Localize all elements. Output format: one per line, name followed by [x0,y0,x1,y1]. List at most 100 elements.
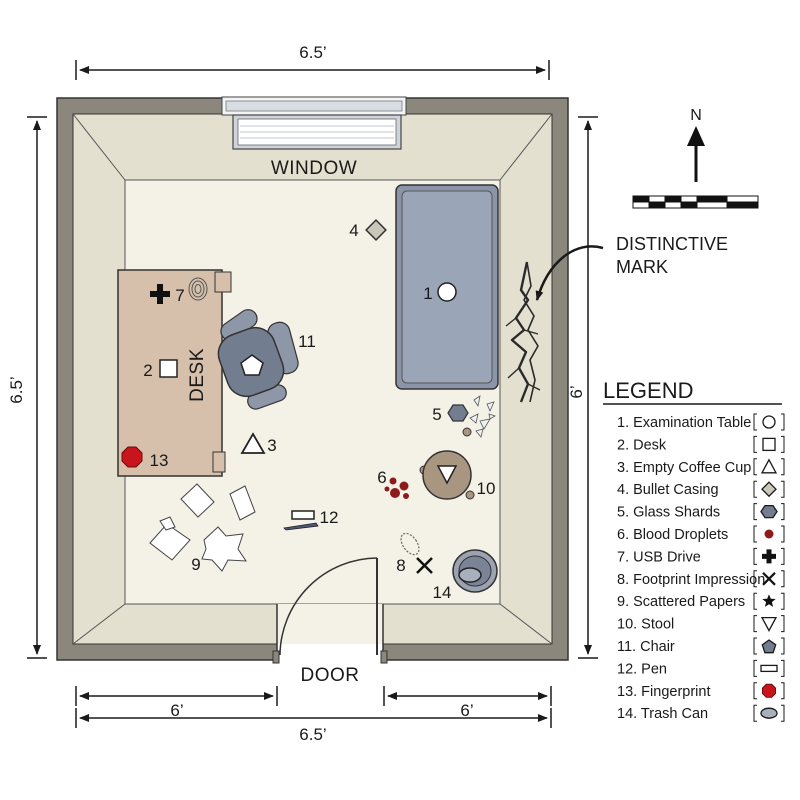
legend-dot-icon [764,529,774,539]
legend-bracket-right [781,435,785,453]
legend-bracket-left [753,547,757,565]
footprint-marker-x [416,557,433,574]
bullet-casing-marker-diamond [365,219,387,241]
distinctive-mark-label-line2: MARK [616,257,668,277]
legend-bracket-left [753,503,757,521]
legend-entry-label: 13. Fingerprint [617,684,711,700]
fingerprint-smudge-icon [188,277,208,301]
examination-table [395,184,499,390]
item-number-3: 3 [267,436,276,455]
legend-bracket-right [781,503,785,521]
legend-star-icon [762,594,776,607]
legend-entry: 9. Scattered Papers [617,592,785,610]
trash-can-marker-ellipse [458,567,482,583]
legend-title: LEGEND [603,378,693,403]
legend-pentagon-icon [761,639,777,654]
legend-entry: 2. Desk [617,435,785,453]
legend-bracket-right [781,570,785,588]
legend-bracket-left [753,413,757,431]
distinctive-mark-label-line1: DISTINCTIVE [616,234,728,254]
item-number-2: 2 [143,361,152,380]
legend-entry: 4. Bullet Casing [617,480,785,498]
legend-bracket-right [781,659,785,677]
legend-bracket-left [753,570,757,588]
legend-inverted-triangle-icon [760,616,778,632]
legend-hexagon-icon [760,504,778,519]
stool-marker-inverted-triangle [436,465,458,485]
item-number-10: 10 [477,479,496,498]
legend-bracket-left [753,435,757,453]
footprint-impression [400,532,433,574]
legend-entry: 8. Footprint Impression [617,570,785,588]
window [221,96,407,150]
item-number-6: 6 [377,468,386,487]
item-number-5: 5 [432,405,441,424]
item-number-11: 11 [298,332,316,351]
legend-triangle-icon [760,458,778,474]
legend-entry-label: 2. Desk [617,437,667,453]
legend-entry: 10. Stool [617,615,785,633]
legend-entry-label: 10. Stool [617,617,674,633]
legend-entry-label: 12. Pen [617,661,667,677]
compass-north-label: N [690,107,702,124]
legend-bracket-right [781,592,785,610]
legend-octagon-icon [762,683,776,698]
dimension-left: 6.5’ [7,376,26,403]
legend-bracket-right [781,637,785,655]
legend-bracket-left [753,525,757,543]
legend-bracket-left [753,458,757,476]
dimension-lines [27,60,598,728]
item-number-12: 12 [320,508,339,527]
legend-bracket-left [753,615,757,633]
window-label: WINDOW [271,158,357,179]
legend-entry: 6. Blood Droplets [617,525,785,543]
legend-bracket-left [753,480,757,498]
legend-list: 1. Examination Table 2. Desk 3. Empty Coff… [617,413,785,722]
legend-entry-label: 3. Empty Coffee Cup [617,460,751,476]
legend-entry-label: 1. Examination Table [617,415,751,431]
legend-entry-label: 5. Glass Shards [617,505,720,521]
dimension-right: 6’ [567,385,586,398]
legend-entry-label: 7. USB Drive [617,549,701,565]
legend-rectangle-icon [760,664,778,673]
table-marker-circle [437,282,457,302]
chair-marker-pentagon [240,354,264,376]
legend-square-icon [762,437,776,452]
legend-bracket-right [781,615,785,633]
door-label: DOOR [301,665,360,686]
item-number-4: 4 [349,221,358,240]
dimension-bottom-left: 6’ [170,701,183,720]
legend-entry-label: 11. Chair [617,639,675,655]
legend-diamond-icon [761,481,777,498]
glass-shards [469,395,496,438]
legend-entry: 5. Glass Shards [617,503,785,521]
dimension-bottom-right: 6’ [460,701,473,720]
pen [283,510,319,531]
legend-cross-icon [762,549,776,564]
item-number-9: 9 [191,555,200,574]
stool [419,427,475,500]
legend-bracket-right [781,480,785,498]
legend-bracket-right [781,547,785,565]
fingerprint-marker-octagon [121,446,143,468]
legend-x-icon [762,572,776,586]
legend-circle-icon [762,415,776,429]
legend-entry: 1. Examination Table [617,413,785,431]
usb-drive-icon [150,284,170,304]
door [272,557,388,664]
legend-entry: 13. Fingerprint [617,682,785,700]
legend-bracket-right [781,413,785,431]
legend-bracket-right [781,704,785,722]
dimension-top: 6.5’ [299,43,326,62]
coffee-cup-marker-triangle [240,432,266,454]
item-number-14: 14 [433,583,452,602]
glass-shards-marker-hexagon [447,404,469,422]
legend-entry-label: 14. Trash Can [617,706,708,722]
legend-entry-label: 6. Blood Droplets [617,527,728,543]
legend-bracket-left [753,592,757,610]
legend-bracket-left [753,682,757,700]
legend-bracket-left [753,637,757,655]
legend-entry: 12. Pen [617,659,785,677]
legend-bracket-left [753,704,757,722]
